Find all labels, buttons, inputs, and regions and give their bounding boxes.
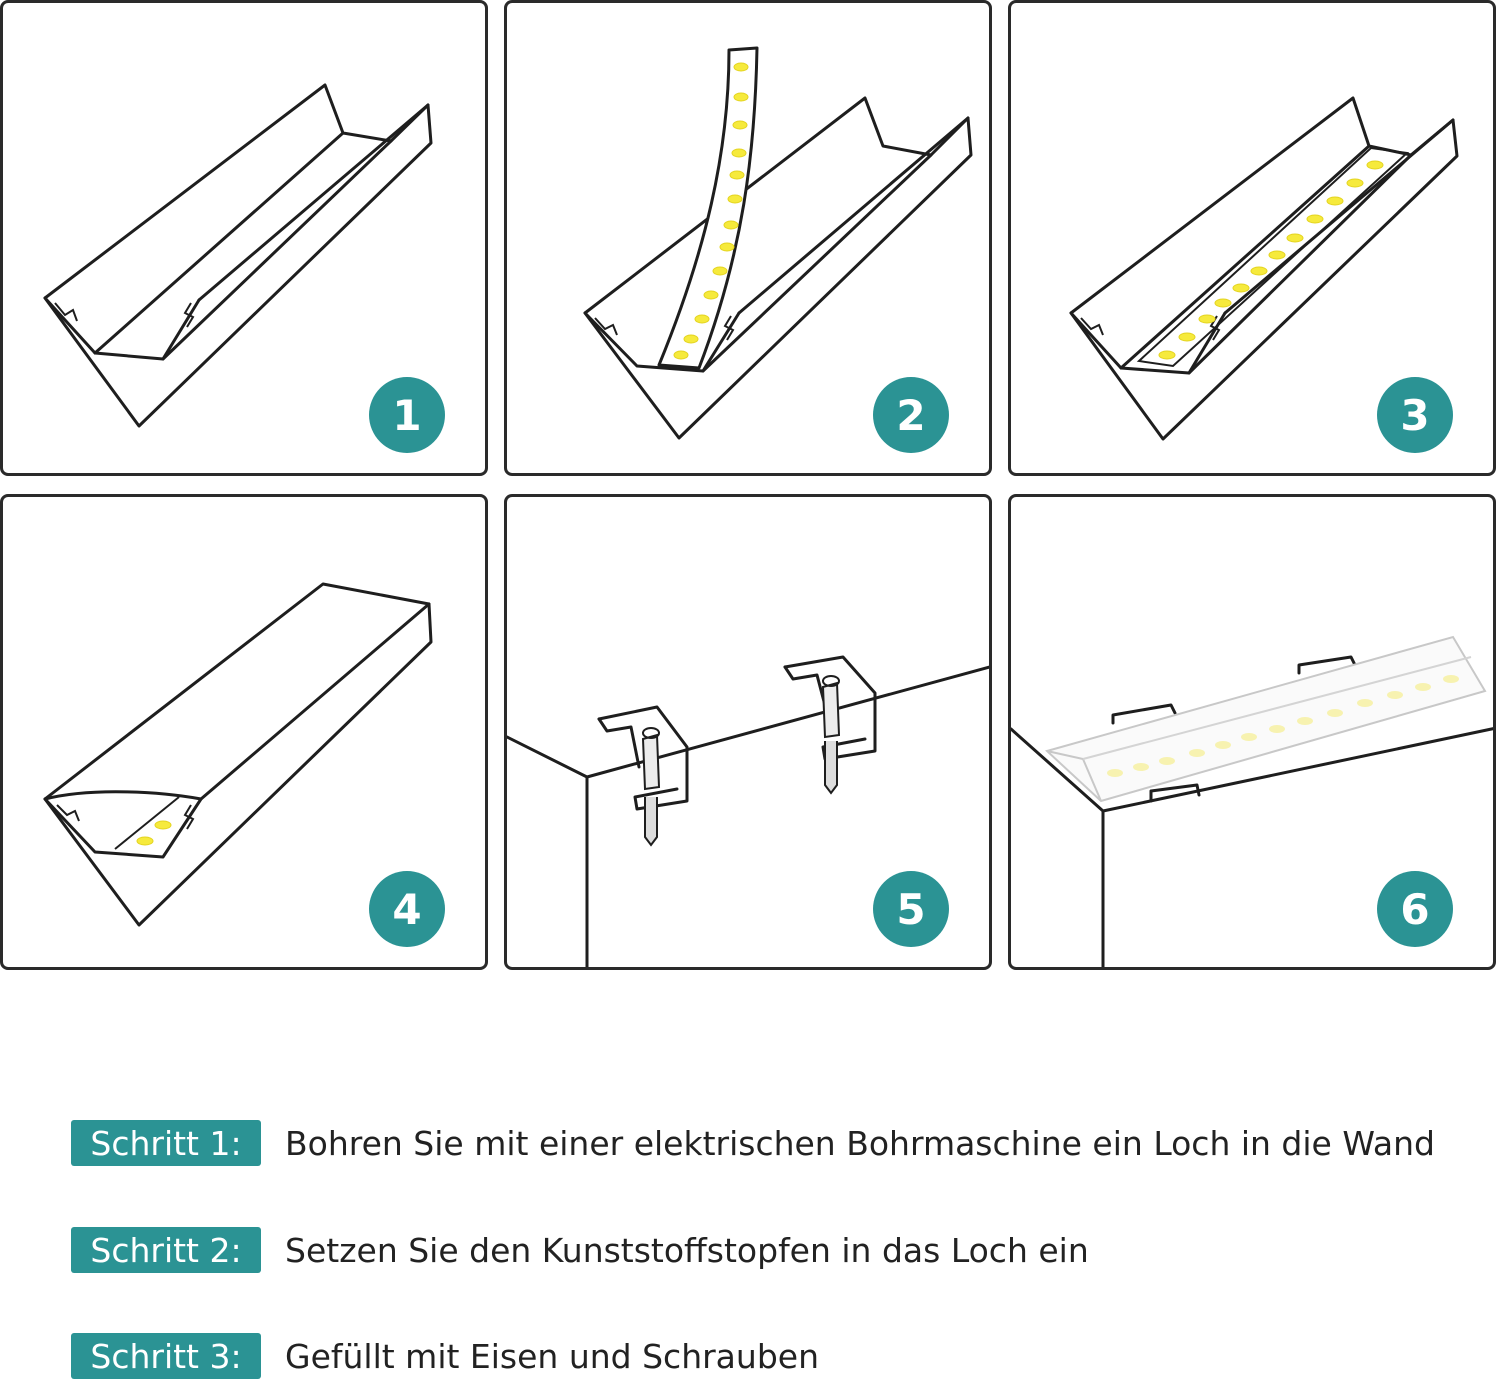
step-number-badge: 3 bbox=[1377, 377, 1453, 453]
profile-empty-illustration bbox=[43, 83, 433, 428]
clip-left bbox=[597, 705, 689, 847]
panel-step-5: 5 bbox=[504, 494, 992, 970]
led-chips bbox=[1158, 160, 1384, 360]
step-label: Schritt 1: bbox=[71, 1120, 261, 1166]
step-number-badge: 1 bbox=[369, 377, 445, 453]
step-number-badge: 6 bbox=[1377, 871, 1453, 947]
led-glow-dots bbox=[1107, 675, 1459, 777]
panel-step-6: 6 bbox=[1008, 494, 1496, 970]
profile-with-cover-illustration bbox=[43, 582, 433, 927]
step-row-3: Schritt 3: Gefüllt mit Eisen und Schraub… bbox=[71, 1333, 819, 1379]
step-number-badge: 5 bbox=[873, 871, 949, 947]
mounting-clips-illustration bbox=[507, 655, 989, 967]
led-chips bbox=[673, 62, 749, 360]
mounted-profile-illustration bbox=[1011, 635, 1493, 967]
panel-step-4: 4 bbox=[0, 494, 488, 970]
panel-step-1: 1 bbox=[0, 0, 488, 476]
step-text: Setzen Sie den Kunststoffstopfen in das … bbox=[285, 1230, 1089, 1270]
led-in-profile-illustration bbox=[1069, 96, 1459, 441]
step-text: Bohren Sie mit einer elektrischen Bohrma… bbox=[285, 1123, 1435, 1163]
insert-led-strip-illustration bbox=[583, 46, 973, 440]
step-label: Schritt 3: bbox=[71, 1333, 261, 1379]
clip-right bbox=[783, 655, 877, 795]
panel-step-2: 2 bbox=[504, 0, 992, 476]
panel-step-3: 3 bbox=[1008, 0, 1496, 476]
step-label: Schritt 2: bbox=[71, 1227, 261, 1273]
step-row-2: Schritt 2: Setzen Sie den Kunststoffstop… bbox=[71, 1227, 1089, 1273]
step-row-1: Schritt 1: Bohren Sie mit einer elektris… bbox=[71, 1120, 1435, 1166]
step-number-badge: 4 bbox=[369, 871, 445, 947]
step-text: Gefüllt mit Eisen und Schrauben bbox=[285, 1336, 819, 1376]
step-number-badge: 2 bbox=[873, 377, 949, 453]
